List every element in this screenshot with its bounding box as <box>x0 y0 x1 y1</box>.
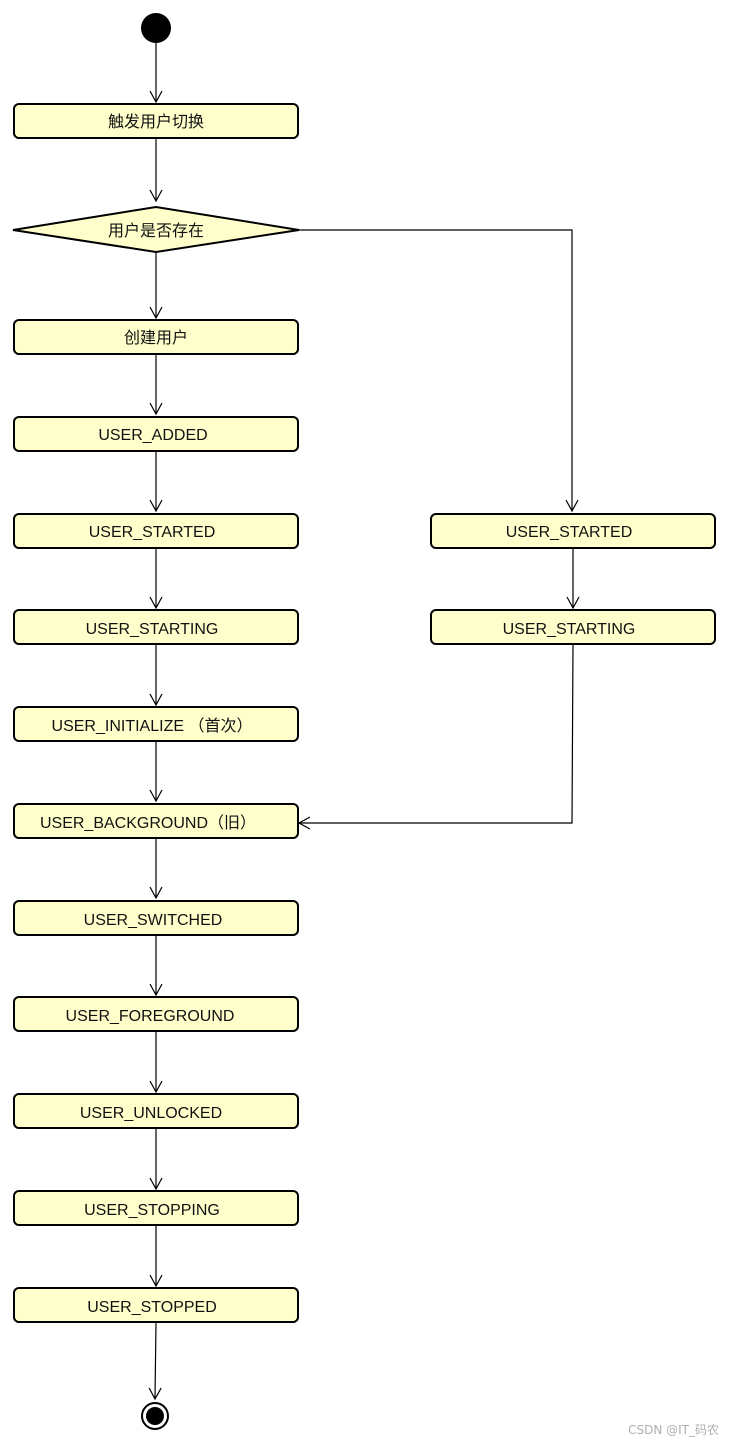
node-user-unlocked-label: USER_UNLOCKED <box>80 1105 222 1122</box>
end-node <box>141 1402 169 1430</box>
node-trigger: 触发用户切换 <box>13 103 299 139</box>
start-node <box>141 13 171 43</box>
node-user-switched: USER_SWITCHED <box>13 900 299 936</box>
node-user-started-existing: USER_STARTED <box>430 513 716 549</box>
edge-decision-existing-started <box>299 229 579 513</box>
node-user-stopped-label: USER_STOPPED <box>87 1299 217 1316</box>
watermark: CSDN @IT_码农 <box>628 1423 719 1437</box>
node-user-foreground: USER_FOREGROUND <box>13 996 299 1032</box>
node-user-background-label: USER_BACKGROUND（旧） <box>40 814 256 832</box>
node-user-stopping: USER_STOPPING <box>13 1190 299 1226</box>
node-user-starting-new-label: USER_STARTING <box>86 621 219 638</box>
node-user-started-existing-label: USER_STARTED <box>506 524 633 541</box>
node-trigger-label: 触发用户切换 <box>108 113 204 131</box>
node-user-starting-existing: USER_STARTING <box>430 609 716 645</box>
node-user-foreground-label: USER_FOREGROUND <box>66 1008 235 1025</box>
node-user-started-new: USER_STARTED <box>13 513 299 549</box>
node-user-stopping-label: USER_STOPPING <box>84 1202 220 1219</box>
decision-node-label: 用户是否存在 <box>108 222 204 240</box>
node-user-stopped: USER_STOPPED <box>13 1287 299 1323</box>
node-create-user-label: 创建用户 <box>124 329 188 347</box>
node-create-user: 创建用户 <box>13 319 299 355</box>
decision-node: 用户是否存在 <box>12 205 300 254</box>
node-user-starting-existing-label: USER_STARTING <box>503 621 636 638</box>
node-user-initialize-label: USER_INITIALIZE （首次） <box>52 717 253 735</box>
edge-stopped-end <box>148 1321 162 1401</box>
node-user-added-label: USER_ADDED <box>98 427 207 444</box>
edges <box>148 43 580 1401</box>
edge-existing-starting-background <box>297 643 574 830</box>
node-user-initialize: USER_INITIALIZE （首次） <box>13 706 299 742</box>
node-user-unlocked: USER_UNLOCKED <box>13 1093 299 1129</box>
node-user-background: USER_BACKGROUND（旧） <box>13 803 299 839</box>
node-user-switched-label: USER_SWITCHED <box>84 912 223 929</box>
node-user-added: USER_ADDED <box>13 416 299 452</box>
node-user-starting-new: USER_STARTING <box>13 609 299 645</box>
node-user-started-new-label: USER_STARTED <box>89 524 216 541</box>
